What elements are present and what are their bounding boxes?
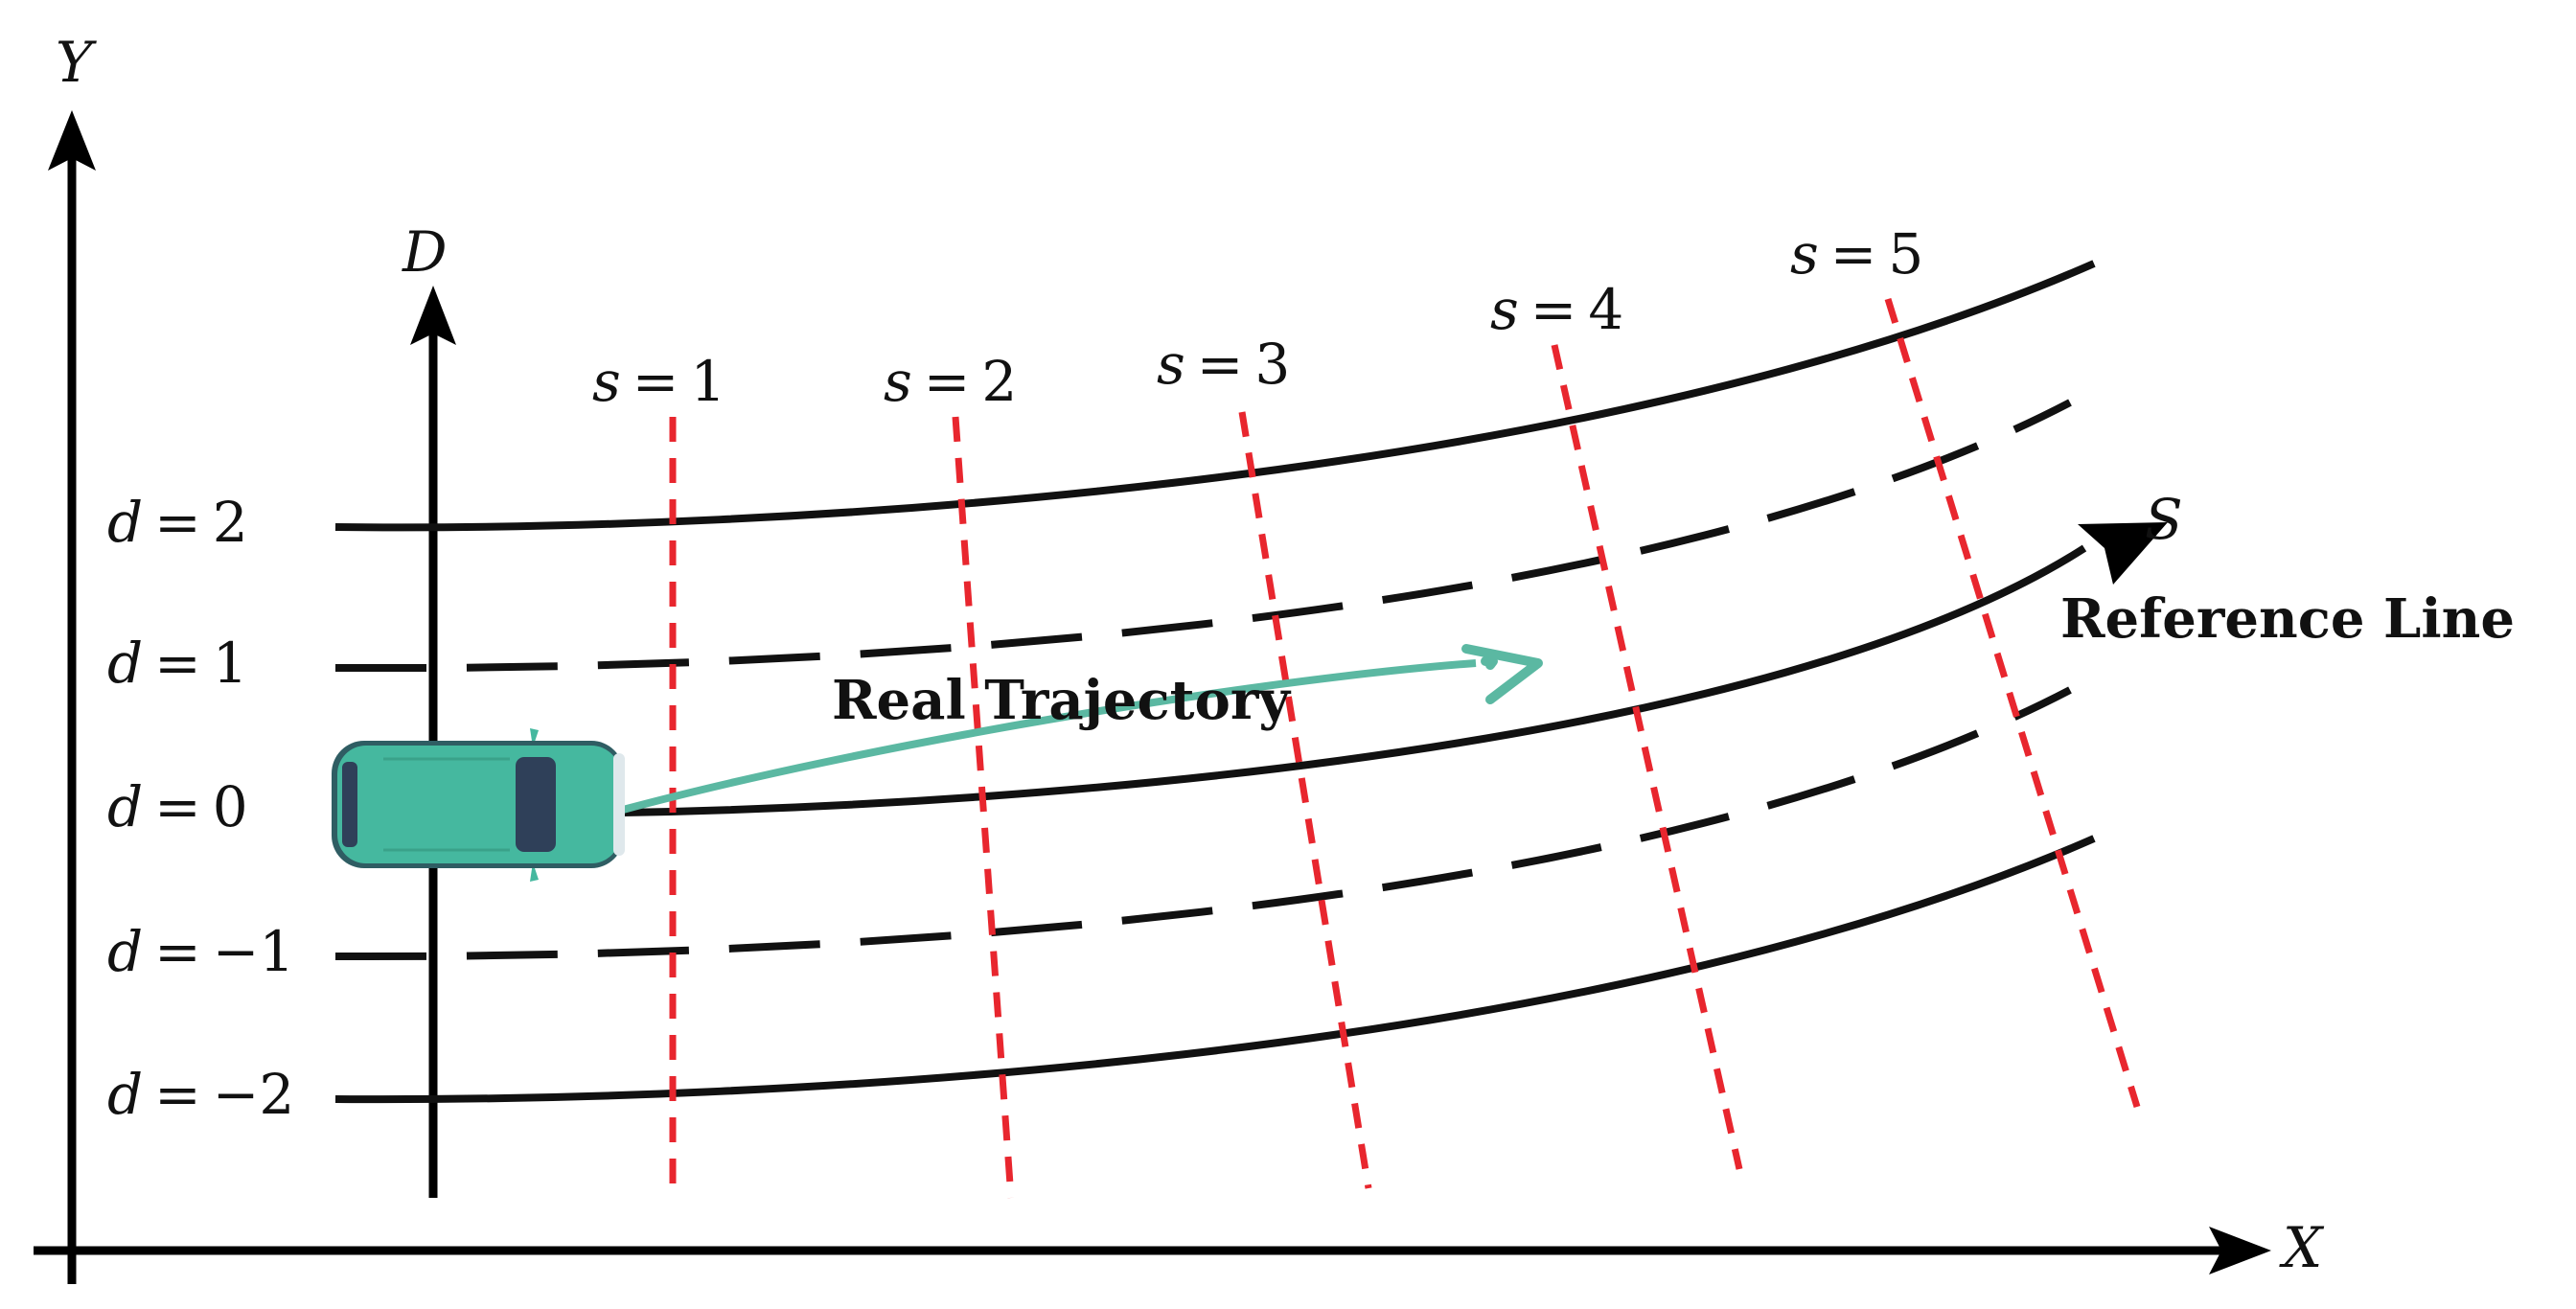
lane-line-dm2 (334, 835, 2096, 1104)
station-line-s4 (1551, 344, 1743, 1170)
global-axes: Y X (34, 30, 2325, 1284)
d-axis-arrowhead (410, 286, 456, 345)
lane-labels: d=2 d=1 d=0 d=−1 d=−2 (107, 490, 294, 1127)
station-line-s3 (1238, 411, 1372, 1189)
lane-line-d2 (334, 260, 2096, 532)
lane-line-d1 (334, 399, 2072, 673)
station-label-s2: s=2 (884, 349, 1017, 414)
car-rear-window (342, 762, 357, 847)
trajectory-curve (621, 659, 1477, 814)
d-axis-label: D (402, 219, 448, 285)
lane-label-dm1: d=−1 (107, 919, 294, 984)
car-body (337, 746, 620, 863)
lane-label-d2: d=2 (107, 490, 248, 555)
trajectory-arrow-chevron (1461, 644, 1543, 704)
station-labels: s=1 s=2 s=3 s=4 s=5 (592, 221, 1923, 414)
car-windshield (516, 757, 556, 852)
real-trajectory-label: Real Trajectory (832, 669, 1291, 732)
lane-label-d0: d=0 (107, 774, 248, 839)
station-line-s2 (952, 416, 1015, 1199)
station-lines (669, 297, 2141, 1199)
d-axis-group: D (402, 219, 456, 1198)
y-axis-arrowhead (48, 110, 96, 171)
station-label-s3: s=3 (1157, 332, 1290, 397)
lane-line-dm1 (334, 686, 2072, 961)
y-axis-label: Y (56, 30, 97, 95)
x-axis-arrowhead (2209, 1227, 2271, 1275)
x-axis-label: X (2279, 1215, 2325, 1280)
reference-line-label: Reference Line (2060, 587, 2515, 651)
lane-label-d1: d=1 (107, 631, 248, 696)
lane-lines (334, 260, 2168, 1104)
lane-label-dm2: d=−2 (107, 1062, 294, 1127)
car-headlight (613, 753, 625, 856)
reference-line (622, 544, 2087, 816)
real-trajectory: Real Trajectory (621, 644, 1543, 814)
reference-line-arrowhead (2078, 522, 2168, 585)
station-label-s1: s=1 (592, 349, 725, 414)
s-axis-label: S (2145, 487, 2183, 552)
station-line-s5 (1884, 297, 2141, 1109)
station-label-s5: s=5 (1790, 221, 1923, 287)
trajectory-arrowhead (1481, 656, 1498, 670)
car-icon (332, 728, 625, 882)
station-label-s4: s=4 (1490, 277, 1623, 342)
